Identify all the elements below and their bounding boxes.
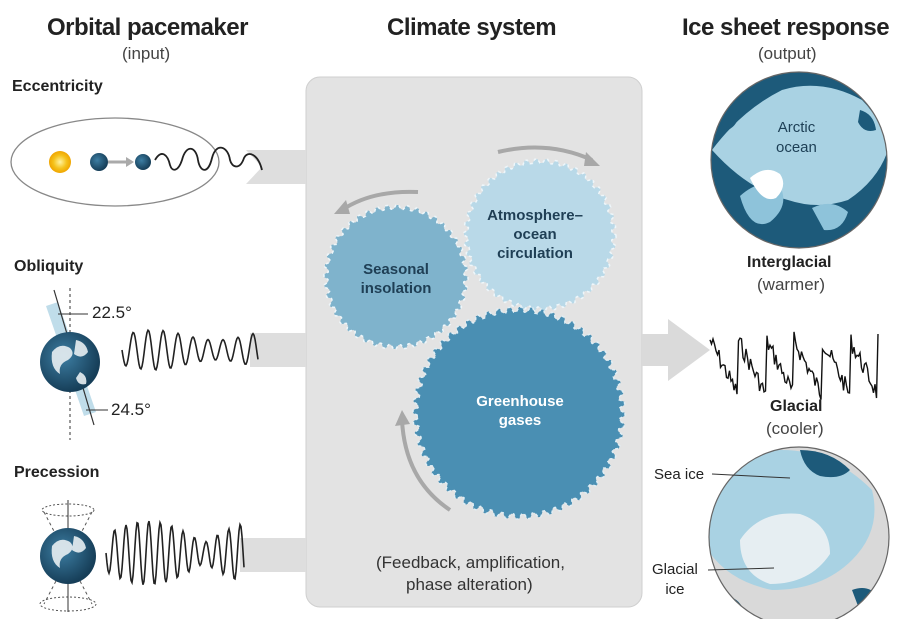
interglacial-subtitle: (warmer): [757, 275, 825, 294]
eccentricity-arrow: [246, 150, 306, 184]
eccentricity-diagram: [10, 117, 263, 207]
precession-arrow: [240, 538, 306, 572]
eccentricity-label: Eccentricity: [12, 78, 103, 95]
arctic-ocean-label: Arctic ocean: [776, 119, 817, 156]
earth-icon: [40, 528, 96, 584]
obliquity-label: Obliquity: [14, 258, 84, 275]
sea-ice-label: Sea ice: [654, 466, 705, 483]
glacial-subtitle: (cooler): [766, 419, 824, 438]
obliquity-angle-min: 22.5°: [92, 303, 132, 322]
precession-label: Precession: [14, 464, 100, 481]
eccentricity-wave: [154, 146, 263, 171]
feedback-line-1: (Feedback, amplification,: [376, 553, 565, 572]
output-column-subtitle: (output): [758, 44, 817, 63]
interglacial-record: [709, 331, 879, 400]
gear-seasonal-insolation: [323, 204, 469, 350]
output-column-title: Ice sheet response: [682, 14, 890, 41]
obliquity-angle-max: 24.5°: [111, 400, 151, 419]
precession-wave: [105, 519, 245, 586]
obliquity-diagram: [40, 288, 259, 440]
sun-icon: [49, 151, 71, 173]
feedback-line-2: phase alteration): [406, 575, 533, 594]
earth-icon: [135, 154, 151, 170]
output-arrow: [642, 319, 710, 381]
glacial-globe: [707, 446, 890, 619]
input-column-title: Orbital pacemaker: [47, 14, 248, 41]
obliquity-wave: [121, 328, 259, 371]
seasonal-insolation-label: Seasonal insolation: [360, 261, 432, 297]
cycle-arrow-bottom: [400, 419, 452, 512]
earth-icon: [90, 153, 108, 171]
glacial-label: Glacial: [770, 398, 823, 415]
precession-diagram: [39, 500, 245, 612]
input-column-subtitle: (input): [122, 44, 171, 63]
arctic-globe: [710, 71, 888, 249]
greenhouse-gases-label: Greenhouse gases: [476, 393, 564, 429]
glacial-ice-label: Glacial ice: [652, 561, 698, 598]
gear-greenhouse-gases: [412, 306, 626, 520]
obliquity-arrow: [250, 333, 306, 367]
climate-column-title: Climate system: [387, 14, 557, 41]
gear-atmosphere-ocean: [463, 158, 617, 312]
atmosphere-ocean-label: Atmosphere– ocean circulation: [487, 207, 583, 262]
cycle-arrow-top: [497, 145, 593, 162]
earth-icon: [40, 332, 100, 392]
interglacial-label: Interglacial: [747, 254, 832, 271]
